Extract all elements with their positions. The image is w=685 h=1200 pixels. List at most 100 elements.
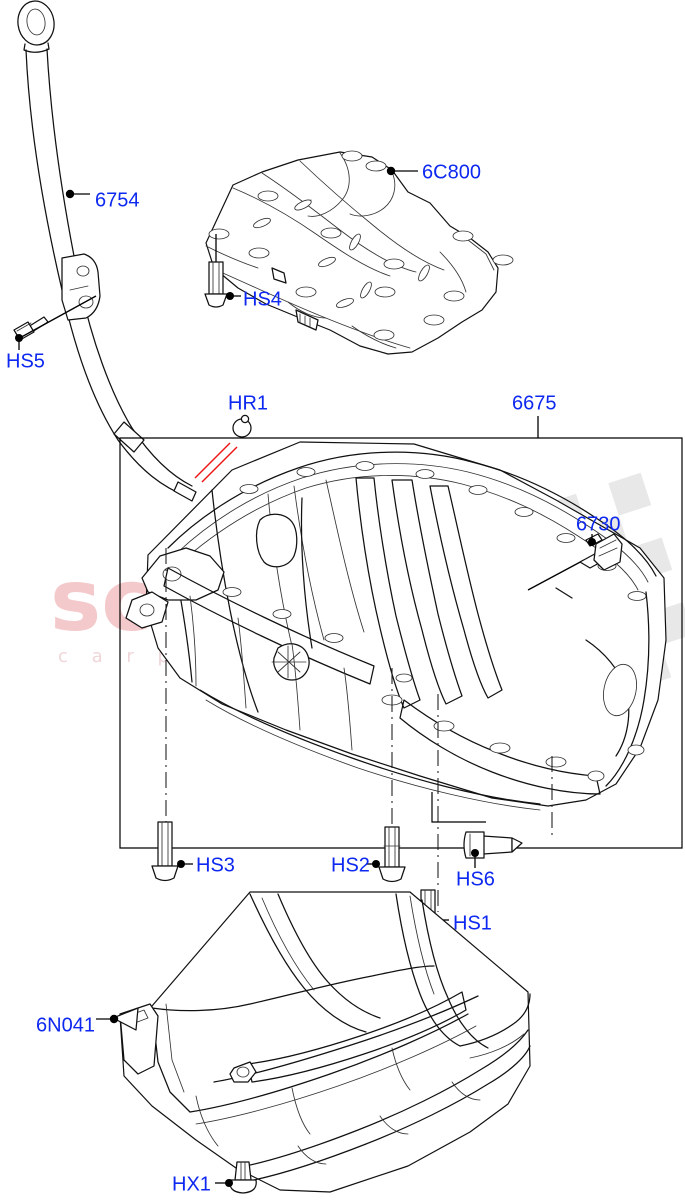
part-bolt-hs4[interactable]: HS4: [204, 234, 282, 310]
cover-front-notch-3: [451, 1081, 481, 1101]
oil-pan-flange-rim-inner: [177, 463, 649, 583]
part-bolt-hs2[interactable]: HS2: [331, 826, 406, 883]
dipstick-tube-right: [46, 48, 193, 487]
part-dipstick-6754[interactable]: 6754: [15, 0, 197, 502]
part-bolt-hs1[interactable]: HS1: [414, 889, 492, 938]
cover-leader-arrow: [112, 1007, 139, 1031]
pan-wall-crease-1: [189, 595, 197, 687]
cover-rear-rib-4: [395, 893, 461, 1047]
bedplate-vent-3: [349, 233, 361, 251]
bedplate-vent-7: [418, 264, 430, 282]
hs2-thread-lines: [383, 826, 401, 868]
hs6-shank: [482, 835, 513, 855]
part-bolt-hs6[interactable]: HS6: [456, 831, 523, 890]
part-label-6c800[interactable]: 6C800: [422, 161, 481, 183]
cover-crease-2: [291, 1087, 311, 1135]
bedplate-boss-12: [423, 314, 445, 326]
cover-crease-1: [195, 1095, 219, 1147]
part-oil-pan-6675[interactable]: 6675: [119, 392, 683, 849]
pan-right-bore: [603, 663, 637, 717]
part-label-hs5[interactable]: HS5: [6, 350, 45, 372]
dipstick-tube-sleeve: [113, 421, 145, 453]
bedplate-rib-5: [349, 171, 396, 217]
pan-strut-hole-3: [324, 633, 344, 643]
pan-flange-hole-1: [239, 484, 259, 494]
hx1-stem: [234, 1161, 252, 1181]
cover-rear-top-edge: [151, 965, 435, 1012]
pan-floor-front-edge: [199, 689, 541, 805]
bedplate-boss-9: [295, 286, 317, 298]
part-label-6754[interactable]: 6754: [95, 189, 140, 211]
cover-rear-rib-6: [409, 895, 435, 995]
pan-flange-hole-5: [468, 485, 488, 495]
pan-windage-rib-3: [429, 485, 503, 699]
part-label-hs6[interactable]: HS6: [456, 868, 495, 890]
cover-front-notch-1: [297, 1145, 327, 1165]
part-acoustic-cover-6n041[interactable]: 6N041: [36, 891, 531, 1193]
pan-flange-hole-6: [514, 507, 534, 517]
dipstick-handle-loop: [17, 0, 55, 46]
hx1-head: [229, 1179, 257, 1194]
oil-pan-outer-shell: [145, 441, 667, 807]
pan-flange-hole-2: [296, 467, 316, 477]
dipstick-collar: [23, 42, 50, 53]
pan-left-mount-hole: [139, 603, 155, 617]
pan-sump-hole-5: [395, 673, 413, 683]
part-label-hr1[interactable]: HR1: [228, 392, 268, 414]
bedplate-boss-13: [373, 329, 395, 341]
part-label-6730[interactable]: 6730: [576, 513, 621, 535]
bedplate-rib-3: [299, 160, 445, 271]
part-label-hs4[interactable]: HS4: [243, 288, 282, 310]
hr1-red-leader-2: [201, 446, 238, 483]
part-drain-plug-6730[interactable]: 6730: [527, 513, 623, 591]
bedplate-boss-14: [492, 254, 514, 266]
pan-sump-hole-1: [433, 720, 455, 732]
bedplate-lug-teeth: [299, 313, 311, 328]
hx1-stem-lines: [240, 1161, 246, 1181]
hs4-flange-head: [204, 293, 228, 308]
cover-right-wall: [459, 993, 531, 1047]
part-label-6n041[interactable]: 6N041: [36, 1014, 95, 1036]
pan-floor-front-edge-2: [205, 699, 541, 811]
acoustic-cover-body: [119, 891, 531, 1193]
oil-pan-bracket-box: [119, 437, 683, 849]
pan-flange-hole-4: [415, 469, 435, 479]
dipstick-bracket-hole-upper: [76, 265, 90, 277]
part-label-6675[interactable]: 6675: [512, 392, 557, 414]
pan-baffle-edge-1: [211, 489, 259, 713]
part-label-hx1[interactable]: HX1: [172, 1173, 211, 1195]
hs5-head-line: [16, 322, 32, 332]
pan-tower-cap: [255, 513, 298, 568]
dipstick-tube-left: [25, 49, 189, 498]
dipstick-tube-tip: [173, 481, 197, 502]
pan-inner-wall-right: [605, 591, 650, 787]
cover-rear-rib-1: [249, 893, 367, 1033]
part-bolt-hs5[interactable]: HS5: [6, 295, 97, 372]
dipstick-bracket-rib: [69, 285, 89, 291]
part-clip-hx1[interactable]: HX1: [172, 1161, 257, 1195]
bedplate-vent-1: [294, 199, 312, 211]
part-label-hs1[interactable]: HS1: [453, 912, 492, 934]
bedplate-boss-10: [374, 286, 396, 298]
pan-wall-crease-4: [343, 667, 353, 751]
cover-front-notch-2: [379, 1115, 409, 1135]
cover-crease-3: [391, 1047, 411, 1091]
hs2-flange-head: [378, 866, 406, 883]
part-bedplate-6c800[interactable]: 6C800: [205, 150, 514, 355]
part-label-hs3[interactable]: HS3: [196, 854, 235, 876]
part-oring-hr1[interactable]: HR1: [194, 392, 268, 483]
bedplate-rib-4: [307, 152, 350, 217]
drain-plug-install-axis: [527, 559, 585, 591]
bedplate-lug-2: [295, 309, 319, 331]
bedplate-boss-5: [248, 247, 270, 259]
cover-front-lip-upper: [235, 1029, 529, 1169]
bedplate-boss-7: [383, 258, 405, 270]
hs4-shank: [208, 261, 224, 295]
bedplate-lug-1: [271, 267, 287, 284]
part-bolt-hs3[interactable]: HS3: [151, 821, 235, 882]
pan-baffle-3: [325, 479, 365, 633]
cover-center-channel: [247, 991, 467, 1083]
hs3-flange-head: [151, 865, 179, 882]
bedplate-rib-10: [439, 251, 467, 293]
part-label-hs2[interactable]: HS2: [331, 854, 370, 876]
